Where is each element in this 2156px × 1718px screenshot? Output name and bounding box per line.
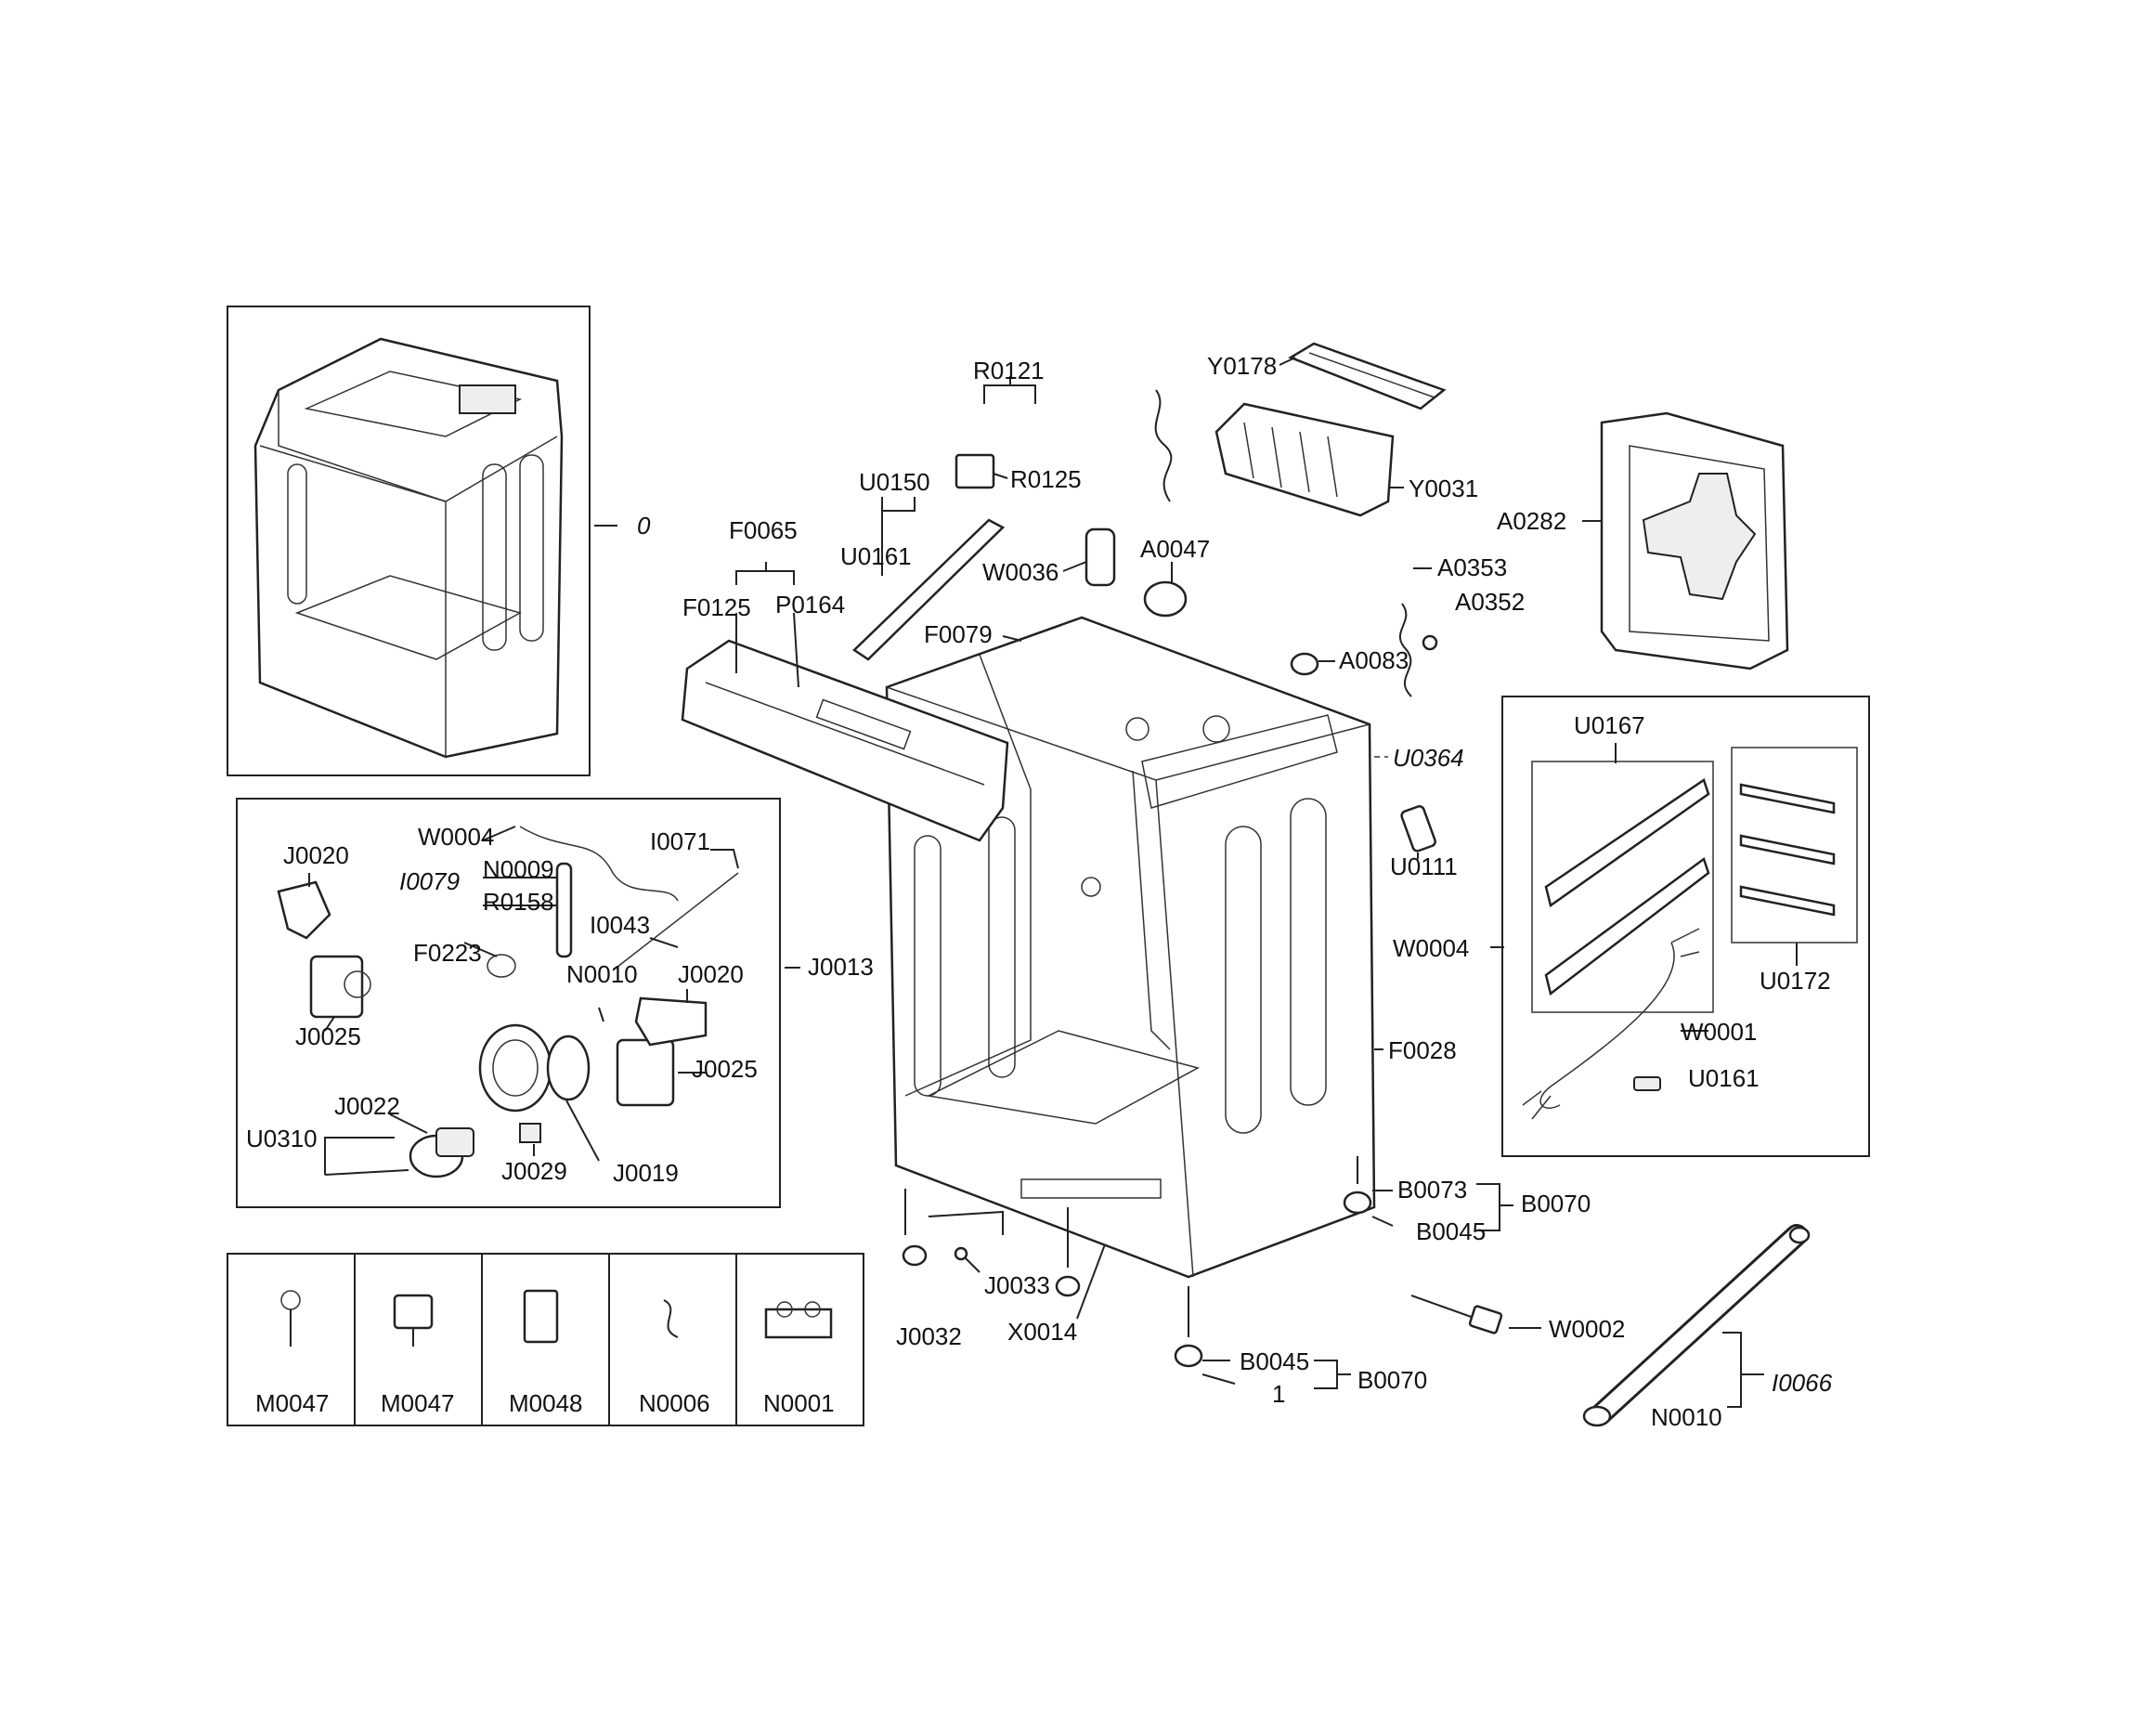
top-rail bbox=[852, 518, 1006, 661]
nut-a0352 bbox=[1422, 634, 1438, 651]
main-cabinet bbox=[885, 616, 1376, 1279]
label-u0167: U0167 bbox=[1574, 711, 1645, 739]
bracket-icon bbox=[393, 1294, 434, 1347]
label-r0125: R0125 bbox=[1010, 465, 1082, 493]
label-f0079: F0079 bbox=[924, 620, 993, 648]
pump-parts bbox=[277, 826, 739, 1178]
label-f0125: F0125 bbox=[682, 593, 751, 621]
label-u0161-top: U0161 bbox=[840, 542, 912, 570]
washer-j0033 bbox=[954, 1246, 968, 1261]
pump-assembly-panel: W0004 J0020 I0079 N0009 R0158 I0071 I004… bbox=[236, 798, 874, 1208]
cabinet-assembly-thumbnail bbox=[253, 337, 564, 759]
spring-w0036 bbox=[1154, 389, 1173, 502]
clip-holder-icon bbox=[764, 1301, 833, 1339]
part-labels: R0121 R0125 U0150 U0161 F0065 F0125 P016… bbox=[682, 352, 1833, 1431]
label-j0025-a: J0025 bbox=[295, 1022, 361, 1050]
label-j0019: J0019 bbox=[613, 1159, 679, 1187]
label-j0013: J0013 bbox=[808, 953, 874, 981]
label-j0022: J0022 bbox=[334, 1092, 400, 1120]
leader-lines bbox=[735, 357, 1764, 1408]
clamp-icon bbox=[280, 1290, 301, 1347]
label-b0070-b: B0070 bbox=[1357, 1366, 1427, 1394]
frame-a0282 bbox=[1600, 411, 1789, 670]
foot-b0070-right bbox=[1343, 1156, 1372, 1215]
label-a0352: A0352 bbox=[1455, 588, 1525, 616]
spring-a0353 bbox=[1398, 603, 1412, 697]
label-j0032: J0032 bbox=[896, 1322, 962, 1350]
label-x0014: X0014 bbox=[1007, 1318, 1077, 1346]
label-b0070-a: B0070 bbox=[1521, 1190, 1591, 1217]
grommet-a0047 bbox=[1143, 580, 1188, 618]
label-j0020-a: J0020 bbox=[283, 841, 349, 869]
label-i0079: I0079 bbox=[399, 867, 460, 895]
label-b0045-b: B0045 bbox=[1240, 1347, 1309, 1375]
label-w0001: W0001 bbox=[1681, 1018, 1757, 1046]
foot-j0032 bbox=[902, 1189, 928, 1267]
assembly-view-panel: 0 bbox=[227, 306, 651, 776]
holder-icon bbox=[523, 1289, 559, 1344]
foot-b0070-bottom bbox=[1174, 1286, 1203, 1368]
label-n0001: N0001 bbox=[763, 1389, 835, 1417]
label-r0158: R0158 bbox=[483, 888, 554, 916]
label-m0048: M0048 bbox=[509, 1389, 583, 1417]
label-r0121: R0121 bbox=[973, 357, 1045, 384]
label-p0164: P0164 bbox=[775, 591, 845, 618]
power-cord-w0002 bbox=[1410, 1295, 1503, 1334]
label-a0083: A0083 bbox=[1339, 646, 1409, 674]
wiring-panel: U0167 U0172 W0001 U0161 bbox=[1490, 696, 1870, 1157]
label-j0033: J0033 bbox=[984, 1271, 1050, 1299]
label-a0282: A0282 bbox=[1497, 507, 1566, 535]
small-parts-strip: M0047 M0047 M0048 N0006 N0001 bbox=[227, 1253, 864, 1426]
label-u0161-box: U0161 bbox=[1688, 1064, 1760, 1092]
drain-hose-i0066 bbox=[1582, 1224, 1811, 1427]
label-a0047: A0047 bbox=[1140, 535, 1210, 563]
dispenser-y0031 bbox=[1214, 402, 1395, 517]
label-y0178: Y0178 bbox=[1207, 352, 1277, 380]
top-clip bbox=[955, 453, 995, 489]
label-f0028: F0028 bbox=[1388, 1036, 1457, 1064]
label-u0172: U0172 bbox=[1760, 967, 1831, 995]
label-j0025-b: J0025 bbox=[692, 1055, 758, 1083]
valve-u0111 bbox=[1400, 805, 1436, 852]
label-n0009: N0009 bbox=[483, 855, 554, 883]
label-f0065: F0065 bbox=[729, 516, 798, 544]
grommet-a0083 bbox=[1290, 652, 1319, 676]
label-j0020-b: J0020 bbox=[678, 960, 744, 988]
label-u0111: U0111 bbox=[1390, 852, 1458, 880]
label-w0004-main: W0004 bbox=[1393, 934, 1469, 962]
label-i0066: I0066 bbox=[1772, 1369, 1833, 1397]
wire-clip-icon bbox=[663, 1299, 679, 1338]
label-f0223: F0223 bbox=[413, 939, 482, 967]
label-w0004-pump: W0004 bbox=[418, 823, 494, 851]
label-i0043: I0043 bbox=[590, 911, 650, 939]
dispenser-cover-y0178 bbox=[1288, 342, 1447, 410]
label-i0071: I0071 bbox=[650, 827, 710, 855]
label-b0045-a: B0045 bbox=[1416, 1217, 1486, 1245]
label-n0006: N0006 bbox=[639, 1389, 710, 1417]
label-m0047-a: M0047 bbox=[255, 1389, 330, 1417]
label-assy: 0 bbox=[637, 512, 651, 540]
sensor-w0036 bbox=[1084, 527, 1116, 587]
label-u0150: U0150 bbox=[859, 468, 930, 496]
label-j0029: J0029 bbox=[501, 1157, 567, 1185]
top-front-panel bbox=[681, 639, 1009, 842]
foot-x0014 bbox=[1055, 1207, 1081, 1297]
label-u0364: U0364 bbox=[1393, 744, 1464, 772]
label-n0010-hose: N0010 bbox=[1651, 1403, 1722, 1431]
label-w0002: W0002 bbox=[1549, 1315, 1625, 1343]
label-one: 1 bbox=[1272, 1380, 1285, 1408]
label-n0010-pump: N0010 bbox=[566, 960, 638, 988]
label-m0047-b: M0047 bbox=[381, 1389, 455, 1417]
label-a0353: A0353 bbox=[1437, 553, 1507, 581]
label-y0031: Y0031 bbox=[1409, 475, 1478, 502]
label-w0036: W0036 bbox=[982, 558, 1059, 586]
label-u0310: U0310 bbox=[246, 1125, 318, 1152]
label-b0073: B0073 bbox=[1397, 1176, 1467, 1204]
